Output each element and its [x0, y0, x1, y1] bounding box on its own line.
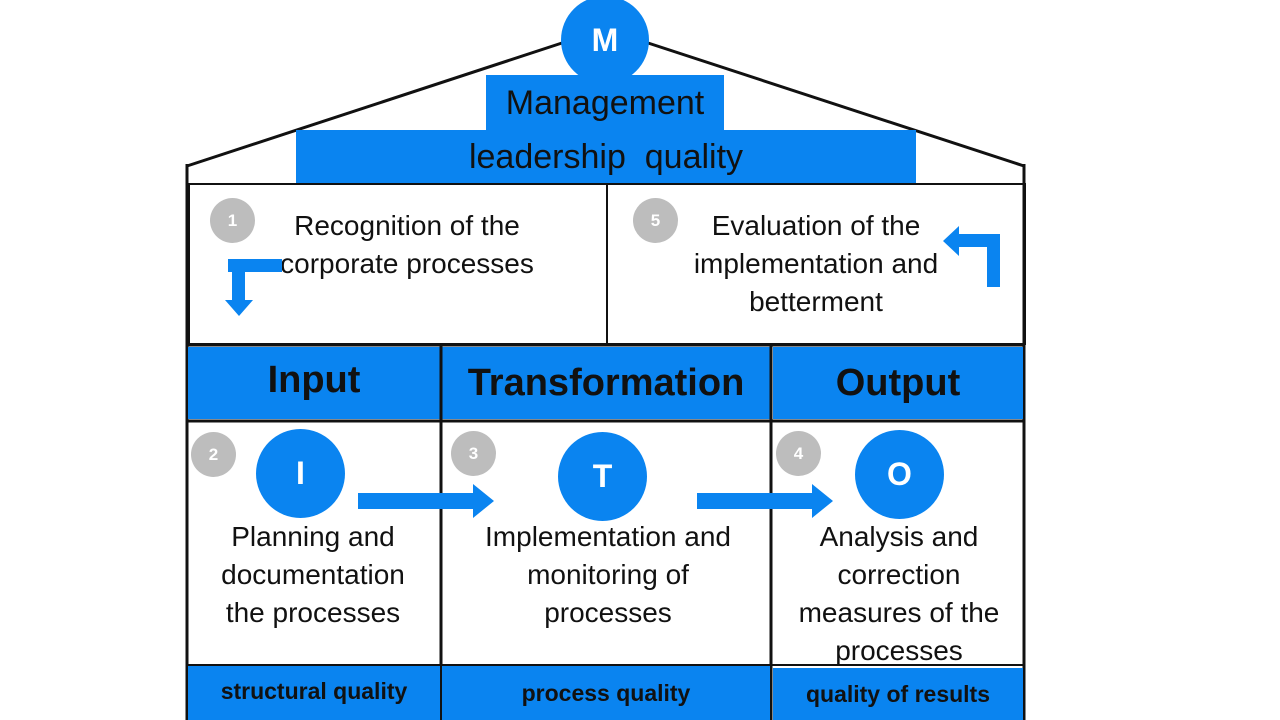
input-badge: I	[256, 429, 345, 518]
step-5-number: 5	[650, 210, 661, 230]
step-3-number: 3	[468, 443, 479, 463]
down-elbow-arrow-icon	[225, 259, 282, 316]
structural-quality-bar: structural quality	[188, 666, 440, 720]
management-title: Management	[505, 83, 705, 122]
output-header-label: Output	[835, 361, 961, 404]
process-quality-bar: process quality	[442, 666, 770, 720]
leadership-quality-label: leadership quality	[468, 137, 744, 176]
transformation-badge: T	[558, 432, 647, 521]
transformation-header: Transformation	[442, 347, 770, 419]
transformation-badge-letter: T	[592, 458, 613, 494]
input-header-label: Input	[267, 358, 361, 401]
process-quality-label: process quality	[521, 679, 691, 706]
output-header: Output	[773, 347, 1023, 419]
management-badge: M	[561, 0, 649, 84]
step-4-number: 4	[793, 443, 804, 463]
step-3-badge: 3	[451, 431, 496, 476]
structural-quality-label: structural quality	[220, 677, 408, 704]
quality-of-results-label: quality of results	[805, 680, 991, 707]
input-header: Input	[188, 347, 440, 419]
output-badge: O	[855, 430, 944, 519]
right-arrow-icon	[697, 484, 833, 518]
management-title-box: Management	[486, 75, 724, 131]
input-badge-letter: I	[296, 455, 305, 491]
leadership-quality-bar: leadership quality	[296, 130, 916, 184]
transformation-header-label: Transformation	[467, 361, 745, 404]
step-1-number: 1	[227, 210, 238, 230]
quality-of-results-bar: quality of results	[773, 668, 1023, 720]
up-elbow-arrow-icon	[943, 226, 1000, 287]
evaluation-text: Evaluation of the implementation and bet…	[693, 210, 939, 317]
output-text: Analysis and correction measures of the …	[798, 521, 1000, 666]
step-5-badge: 5	[633, 198, 678, 243]
recognition-text: Recognition of the corporate processes	[280, 210, 534, 279]
step-2-number: 2	[208, 444, 219, 464]
transformation-text: Implementation and monitoring of process…	[485, 521, 731, 628]
output-badge-letter: O	[887, 456, 912, 492]
management-badge-letter: M	[591, 21, 619, 58]
step-2-badge: 2	[191, 432, 236, 477]
step-4-badge: 4	[776, 431, 821, 476]
input-text: Planning and documentation the processes	[221, 521, 405, 628]
right-arrow-icon	[358, 484, 494, 518]
step-1-badge: 1	[210, 198, 255, 243]
